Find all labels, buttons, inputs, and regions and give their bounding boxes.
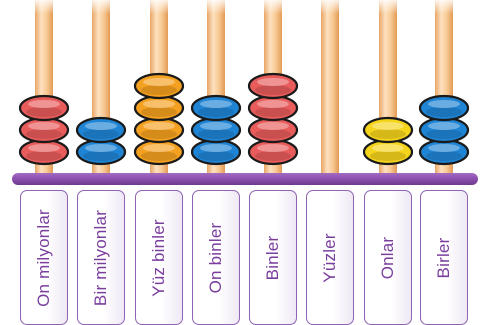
bead	[18, 138, 70, 166]
bead	[18, 116, 70, 144]
bead	[247, 138, 299, 166]
bead	[362, 116, 414, 144]
bead	[247, 94, 299, 122]
place-value-label-6: Yüzler	[306, 190, 354, 325]
place-value-label-4: On binler	[192, 190, 240, 325]
place-value-label-text: Onlar	[378, 236, 397, 279]
bead	[190, 138, 242, 166]
place-value-label-text: On milyonlar	[34, 208, 53, 307]
place-value-label-8: Birler	[420, 190, 468, 325]
bead	[133, 72, 185, 100]
place-value-label-text: Bir milyonlar	[91, 209, 110, 306]
place-value-label-7: Onlar	[364, 190, 412, 325]
place-value-label-text: Yüzler	[320, 232, 339, 283]
place-value-label-text: Binler	[263, 235, 282, 280]
bead	[133, 116, 185, 144]
bead	[247, 72, 299, 100]
rod-6	[321, 0, 339, 176]
bead	[190, 116, 242, 144]
bead	[247, 116, 299, 144]
bead	[133, 138, 185, 166]
bead	[418, 138, 470, 166]
bead	[190, 94, 242, 122]
bead	[362, 138, 414, 166]
place-value-label-3: Yüz binler	[135, 190, 183, 325]
bead	[75, 116, 127, 144]
abacus-base-bar	[12, 173, 478, 185]
bead	[418, 94, 470, 122]
place-value-label-1: On milyonlar	[20, 190, 68, 325]
place-value-label-text: On binler	[206, 222, 225, 293]
top-fade	[0, 0, 485, 14]
place-value-label-2: Bir milyonlar	[77, 190, 125, 325]
bead	[75, 138, 127, 166]
place-value-label-text: Yüz binler	[149, 218, 168, 297]
beads	[18, 72, 470, 166]
place-value-label-5: Binler	[249, 190, 297, 325]
bead	[418, 116, 470, 144]
bead	[18, 94, 70, 122]
place-value-label-text: Birler	[434, 237, 453, 278]
bead	[133, 94, 185, 122]
